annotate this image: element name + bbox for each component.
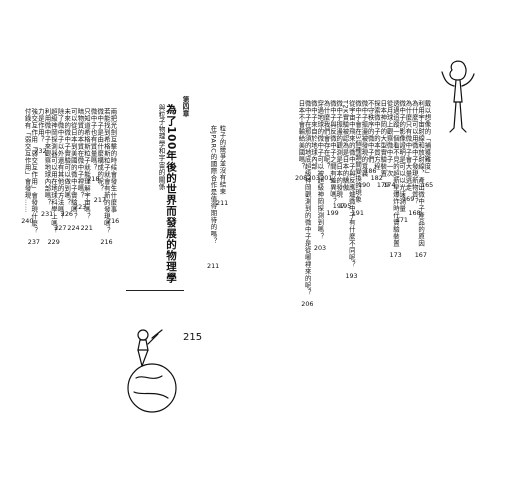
- left-entry-page: 227: [54, 224, 67, 232]
- left-entry-page: 224: [67, 224, 80, 232]
- left-entry-page: 232: [34, 147, 47, 155]
- left-entry-text: 未來的微中子實驗可以做到嗎？: [63, 108, 72, 206]
- right-entry-page: 193: [345, 272, 358, 280]
- right-entry-text: 為什麼我們會存在呢？: [322, 100, 331, 170]
- left-entry-text: 暗物質的本質在微中子裡嗎？: [76, 108, 85, 199]
- right-entry-text: 為什麼可以用微中子發現新物質？: [410, 100, 419, 205]
- right-entry-text: 透過追蹤一個看不見的超新星爆炸時代實驗裝置: [391, 100, 400, 247]
- left-entry-page: 229: [47, 238, 60, 246]
- right-entry-page: 191: [351, 209, 364, 217]
- right-entry-text: 微中子振盪被發現的意義: [360, 100, 369, 177]
- right-entry-page: 195: [339, 202, 352, 210]
- right-entry-page: 201: [320, 174, 333, 182]
- right-entry-page: 199: [326, 209, 339, 217]
- left-entry-page: 226: [60, 210, 73, 218]
- right-entry-text: 微中子在那須的地底超級神岡觀測到的微中子是從哪裡來的呢？: [303, 100, 312, 296]
- left-entry-text: 可以從日本到美國的微中子實驗嗎？: [69, 108, 78, 220]
- left-entry-text: 力是作用？: [36, 108, 45, 143]
- left-entry-text: 除了微中子以外還有其他的方法嗎？: [56, 108, 65, 220]
- right-entry-text: 利用宇宙射線和放射線，產出微中子產品的原因: [417, 100, 426, 247]
- chapter-title: 為了100年後的世界而發展的物理學: [165, 104, 177, 284]
- right-entry-page: 186: [364, 167, 377, 175]
- right-entry-text: 微中子來自於地球內部: [310, 100, 318, 170]
- right-entry-text: 戴以想像的「捕獲難度」: [423, 100, 432, 177]
- right-entry-page: 173: [389, 251, 402, 259]
- right-entry-text: 微中子與反微中子之間有差異嗎？: [328, 100, 337, 205]
- right-entry-page: 171: [395, 216, 408, 224]
- right-entry-page: 174: [383, 181, 396, 189]
- left-entry-page: 221: [80, 224, 93, 232]
- right-entry-text: 微中子振盪的觀測是日本的發現: [335, 100, 344, 198]
- left-entry-page: 231: [41, 210, 54, 218]
- right-entry-page: 168: [408, 209, 421, 217]
- right-entry-page: 203: [307, 174, 320, 182]
- chapter-label: 第四章: [181, 96, 189, 118]
- left-entry-page: 237: [27, 238, 40, 246]
- right-entry-text: 日本不會輸給美國嗎？: [297, 100, 306, 170]
- middle-entry-page: 211: [207, 262, 220, 270]
- right-entry-page: 206: [301, 300, 314, 308]
- right-entry-text: 微中子的影像證明是可以以光速測量: [398, 100, 407, 212]
- right-entry-text: 從宇宙中飛來的微中子與反應爐微中子有什麼不同呢？: [347, 100, 356, 268]
- middle-entry-text: 粒子的競爭並沒有結束: [218, 125, 227, 195]
- left-entry-text: 只知道希格斯粒子就能理解宇宙嗎？: [83, 108, 91, 220]
- left-entry-text: 若能找到希格斯粒子就會有新的發現嗎？: [102, 108, 111, 234]
- left-entry-text: 強交互作用「弱交互作用」會發現什麼？: [30, 108, 39, 234]
- right-entry-page: 179: [376, 181, 390, 189]
- right-entry-page: 167: [414, 251, 427, 259]
- right-entry-text: 微中子會在3個種類間變換的現象: [354, 100, 363, 203]
- left-entry-text: 超級神岡探測器可以用在地球科學上嗎？: [50, 108, 58, 234]
- right-entry-text: 從月球上觀察微中子一次: [385, 100, 394, 177]
- right-entry-text: 穿過地球的微中子可以被超級神岡探測到嗎？: [316, 100, 325, 240]
- left-entry-page: 216: [107, 217, 120, 225]
- right-entry-page: 182: [370, 174, 383, 182]
- chapter-subtitle: 與粒子物理學和宇宙的關係: [157, 104, 165, 191]
- chapter-page: 215: [183, 332, 203, 343]
- middle-entry-page: 211: [216, 199, 229, 207]
- globe-person-illustration: [127, 329, 177, 413]
- left-entry-text: 利用微中子來觀察地球內部嗎？: [43, 108, 52, 206]
- left-entry-text: 兩把光劍互擊的時候會發生什麼事: [109, 108, 118, 213]
- left-entry-text: 微中子是由什麼構成的呢？: [96, 108, 105, 192]
- left-entry-page: 216: [100, 238, 113, 246]
- left-entry-page: 223: [74, 203, 87, 211]
- right-entry-text: 不守秩序的微中子們: [366, 100, 375, 163]
- right-entry-text: 日本神岡的大型實驗裝置: [379, 100, 388, 177]
- left-entry-text: 付錄有「弱交互作用」會發現……: [23, 108, 32, 213]
- right-entry-page: 190: [358, 181, 371, 189]
- right-entry-page: 169: [402, 195, 415, 203]
- right-entry-page: 203: [313, 244, 327, 252]
- right-entry-text: 為什麼只有微中子會大量逃走: [404, 100, 413, 191]
- right-entry-page: 197: [332, 202, 345, 210]
- right-entry-text: 探索微中子的本質方程: [373, 100, 381, 170]
- right-entry-page: 165: [421, 181, 434, 189]
- thinking-person-illustration: [441, 60, 475, 133]
- chapter-rule: [126, 290, 184, 291]
- left-entry-text: 微中子也有質量嗎？: [89, 108, 98, 171]
- left-entry-page: 217: [93, 196, 106, 204]
- right-entry-text: T2K實驗被認為是日本的驕傲: [341, 100, 350, 191]
- left-entry-page: 240: [21, 217, 34, 225]
- right-entry-page: 208: [295, 174, 308, 182]
- middle-entry-text: 在JPARC的國際合作是值得期待的嗎？: [209, 125, 218, 245]
- left-entry-page: 218: [87, 175, 100, 183]
